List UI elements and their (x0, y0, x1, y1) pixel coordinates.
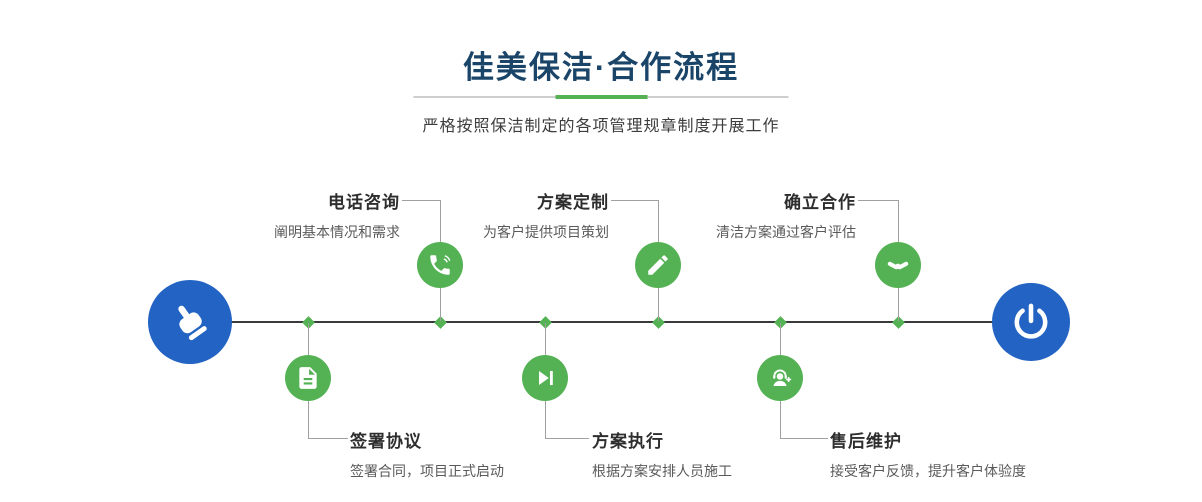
pencil-icon (648, 255, 668, 275)
connector-line (898, 288, 899, 321)
step-establish-cooperation: 确立合作 清洁方案通过客户评估 (616, 188, 856, 242)
step-label: 方案定制 (537, 193, 609, 212)
connector-line (898, 200, 899, 242)
step-label: 方案执行 (592, 432, 664, 451)
connector-line (780, 401, 781, 438)
connector-line (402, 200, 440, 201)
connector-line (611, 200, 658, 201)
step-label: 电话咨询 (328, 193, 400, 212)
connector-line (658, 200, 659, 242)
connector-line (308, 323, 309, 355)
power-icon (1014, 303, 1048, 339)
step-plan-customization: 方案定制 为客户提供项目策划 (369, 188, 609, 242)
page-subtitle: 严格按照保洁制定的各项管理规章制度开展工作 (422, 118, 780, 135)
step-circle-phone-consultation (417, 242, 463, 288)
timeline-start-node (148, 280, 232, 364)
phone-icon (430, 255, 451, 275)
support-icon (773, 369, 792, 387)
step-circle-plan-customization (635, 242, 681, 288)
connector-line (658, 288, 659, 321)
step-desc: 根据方案安排人员施工 (592, 463, 732, 479)
connector-line (308, 401, 309, 438)
step-circle-after-sales (757, 355, 803, 401)
step-circle-plan-execution (522, 355, 568, 401)
step-label: 售后维护 (830, 432, 902, 451)
connector-line (545, 401, 546, 438)
page-title: 佳美保洁·合作流程 (462, 50, 740, 85)
step-desc: 清洁方案通过客户评估 (716, 224, 856, 240)
timeline-end-node (992, 283, 1070, 361)
step-circle-establish-cooperation (875, 242, 921, 288)
handshake-icon (887, 261, 909, 270)
step-label: 签署协议 (350, 432, 422, 451)
step-after-sales: 售后维护 接受客户反馈，提升客户体验度 (830, 427, 1130, 481)
pointing-hand-icon (178, 305, 207, 341)
connector-line (780, 323, 781, 355)
step-phone-consultation: 电话咨询 阐明基本情况和需求 (160, 188, 400, 242)
connector-line (440, 200, 441, 242)
step-sign-agreement: 签署协议 签署合同，项目正式启动 (350, 427, 610, 481)
step-label: 确立合作 (784, 193, 856, 212)
title-divider (413, 95, 789, 99)
play-icon (539, 370, 553, 386)
step-desc: 为客户提供项目策划 (483, 224, 609, 240)
contract-icon (299, 367, 317, 389)
connector-line (545, 438, 589, 439)
step-circle-sign-agreement (285, 355, 331, 401)
timeline-line (190, 321, 1032, 323)
connector-line (545, 323, 546, 355)
step-desc: 接受客户反馈，提升客户体验度 (830, 463, 1026, 479)
step-desc: 签署合同，项目正式启动 (350, 463, 504, 479)
connector-line (780, 438, 828, 439)
step-plan-execution: 方案执行 根据方案安排人员施工 (592, 427, 852, 481)
step-desc: 阐明基本情况和需求 (274, 224, 400, 240)
connector-line (308, 438, 348, 439)
connector-line (858, 200, 898, 201)
connector-line (440, 288, 441, 321)
divider-green-segment (555, 95, 647, 99)
